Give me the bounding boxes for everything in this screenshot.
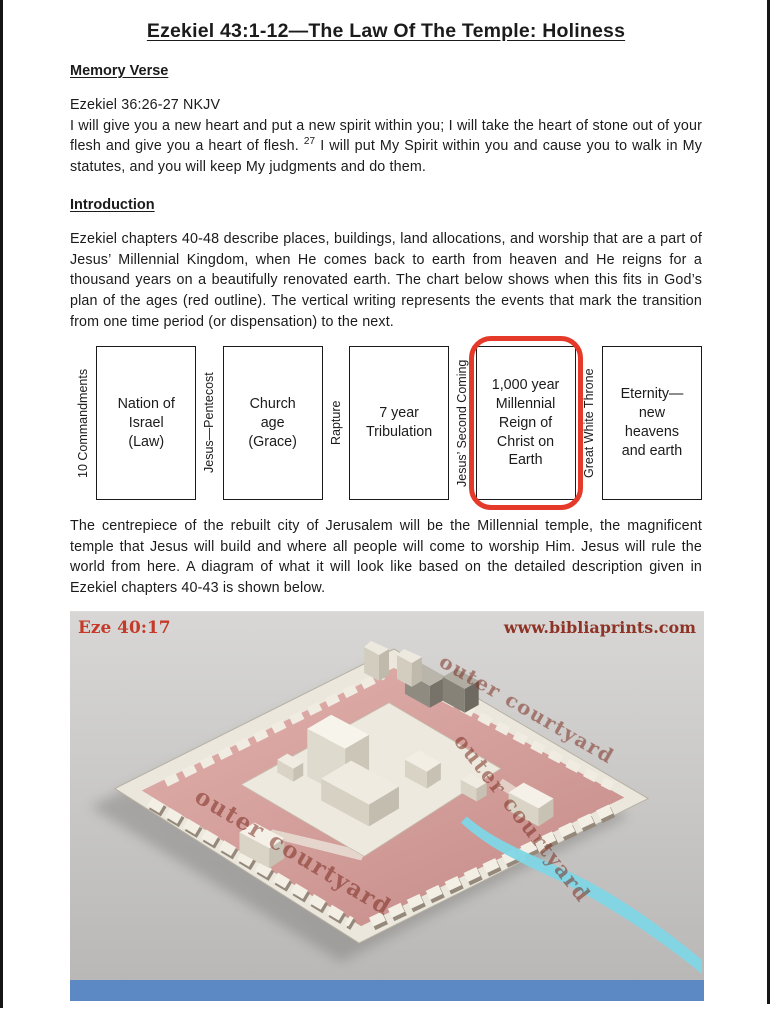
timeline-divider-rapture: Rapture xyxy=(328,400,343,446)
figure-verse-label: Eze 40:17 xyxy=(78,617,171,637)
verse-reference: Ezekiel 36:26-27 NKJV xyxy=(70,97,221,113)
timeline-divider-10-commandments: 10 Commandments xyxy=(76,368,90,478)
timeline-box-tribulation: 7 year Tribulation xyxy=(349,346,450,501)
timeline-box-nation-of-israel: Nation of Israel (Law) xyxy=(96,346,197,501)
timeline-box-millennial-reign-highlighted: 1,000 year Millennial Reign of Christ on… xyxy=(468,336,583,511)
verse-text-part2: I will put My Spirit within you and caus… xyxy=(70,138,702,175)
front-hall xyxy=(321,760,399,826)
river xyxy=(460,815,703,974)
temple-figure: outer courtyard outer courtyard outer co… xyxy=(70,610,704,1001)
scan-edge-left xyxy=(0,0,3,1008)
scan-edge-right xyxy=(767,0,770,1004)
timeline-divider-great-white-throne: Great White Throne xyxy=(581,368,596,478)
timeline-box-church-age: Church age (Grace) xyxy=(222,346,323,501)
temple-illustration: outer courtyard outer courtyard outer co… xyxy=(70,610,704,1001)
court-buildings xyxy=(277,750,487,802)
verse-text-part1: I will give you a new heart and put a ne… xyxy=(70,117,702,155)
perimeter-chambers xyxy=(147,670,621,930)
timeline-box-eternity: Eternity— new heavens and earth xyxy=(601,346,702,501)
introduction-paragraph: Ezekiel chapters 40-48 describe places, … xyxy=(70,231,702,330)
temple-paragraph: The centrepiece of the rebuilt city of J… xyxy=(70,518,702,596)
memory-verse-text: I will give you a new heart and put a ne… xyxy=(70,116,702,178)
page-title: Ezekiel 43:1-12—The Law Of The Temple: H… xyxy=(146,20,626,42)
figure-website-label: www.bibliaprints.com xyxy=(503,618,696,637)
east-gatehouse xyxy=(508,782,554,826)
north-towers xyxy=(364,640,422,687)
verse-number-superscript: 27 xyxy=(303,136,316,148)
memory-verse-heading: Memory Verse xyxy=(70,63,169,79)
south-gatehouse xyxy=(239,821,285,868)
dispensation-timeline: 10 Commandments Nation of Israel (Law) J… xyxy=(70,336,702,511)
timeline-divider-second-coming: Jesus’ Second Coming xyxy=(455,359,470,487)
temple-buildings xyxy=(239,640,554,868)
document-content: Ezekiel 43:1-12—The Law Of The Temple: H… xyxy=(70,0,704,1001)
walkway-south xyxy=(265,828,367,860)
timeline-divider-jesus-pentecost: Jesus—Pentecost xyxy=(202,372,217,474)
bottom-blue-strip xyxy=(70,979,704,1001)
introduction-heading: Introduction xyxy=(70,197,155,214)
